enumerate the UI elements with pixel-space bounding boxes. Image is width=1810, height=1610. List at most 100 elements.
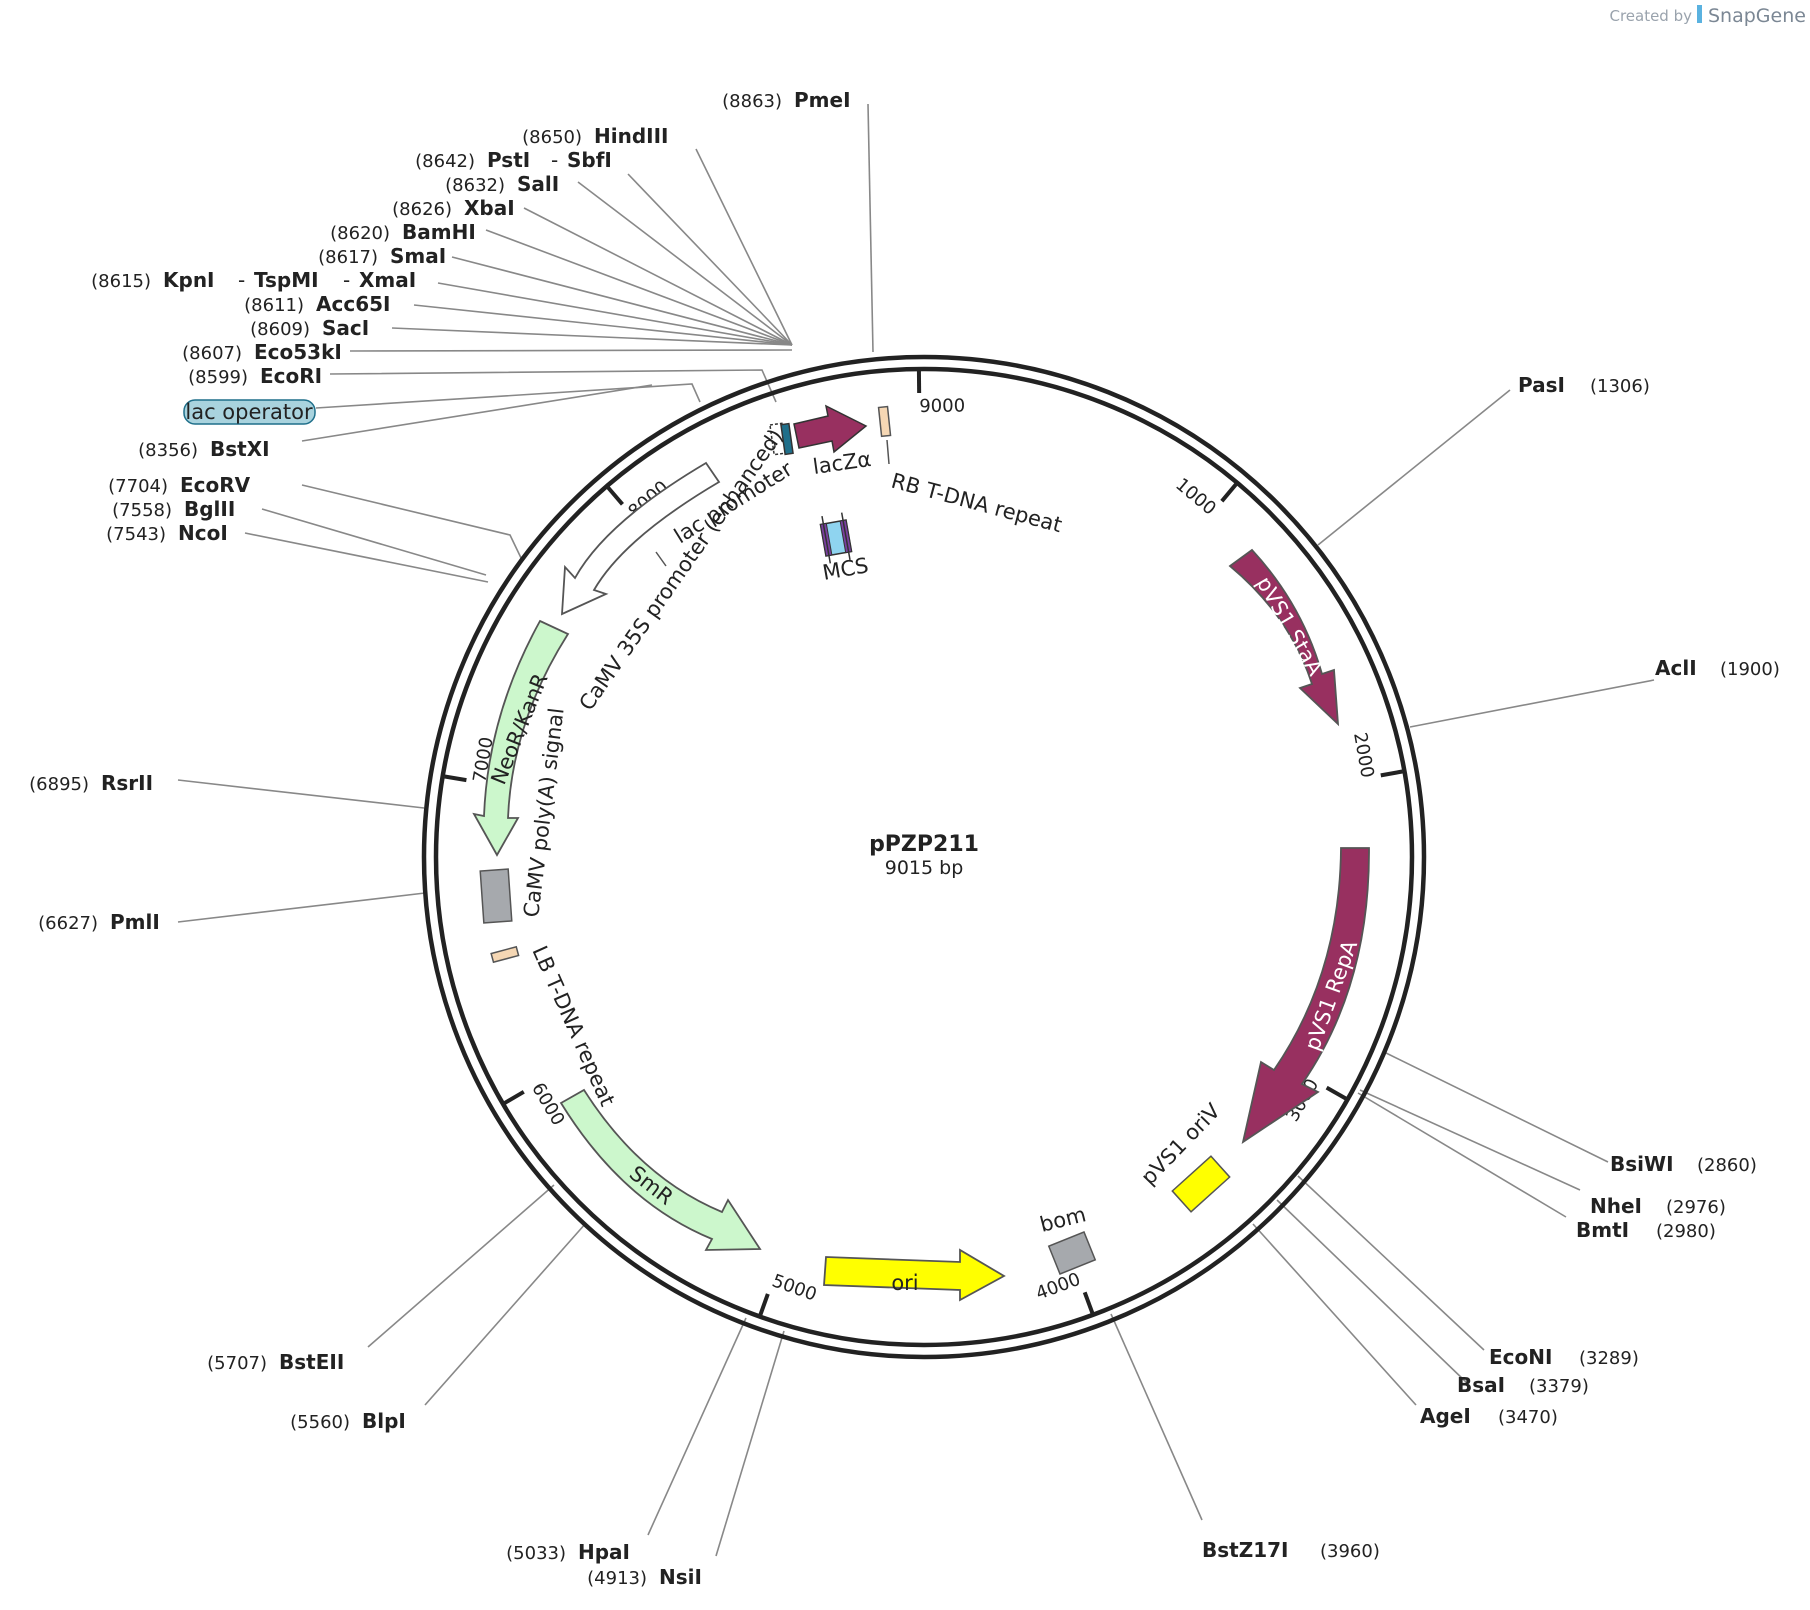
connector-agei [1252, 1223, 1417, 1406]
site-bsteii: (5707) BstEII [207, 1350, 344, 1374]
tick-label-9000: 9000 [919, 396, 965, 417]
site-kpni-dash-1: - [238, 268, 245, 292]
site-psti: (8642) PstI - SbfI [415, 148, 612, 172]
site-bstxi-pos: (8356) [138, 440, 198, 461]
site-saci-pos: (8609) [250, 319, 310, 340]
site-pmli: (6627) PmlI [38, 910, 160, 934]
lb-repeat-feature [490, 945, 520, 964]
connector-bglii [261, 508, 487, 576]
site-nsii-pos: (4913) [587, 1568, 647, 1589]
connector-nsii [715, 1330, 785, 1557]
site-pasi-pos: (1306) [1590, 376, 1650, 397]
site-connectors [177, 103, 1655, 1557]
ori-label: ori [891, 1271, 918, 1295]
site-smai-pos: (8617) [318, 247, 378, 268]
site-psti-pos: (8642) [415, 151, 475, 172]
mcs-feature [819, 512, 853, 564]
site-rsrii: (6895) RsrII [29, 771, 153, 795]
brand-text: SnapGene [1708, 5, 1806, 27]
ori-arrow [823, 1248, 1006, 1302]
lac-operator-label: lac operator [185, 400, 313, 424]
pvs1-staa-arrow [1228, 548, 1340, 727]
connector-hpai [647, 1317, 747, 1536]
connector-bmti [1357, 1092, 1567, 1218]
site-bsiwi-pos: (2860) [1697, 1155, 1757, 1176]
site-pmli-pos: (6627) [38, 913, 98, 934]
connector-pasi [1317, 389, 1511, 546]
site-hindiii-name: HindIII [594, 124, 668, 148]
site-psti-name: PstI [487, 148, 530, 172]
site-tspmi-name: TspMI [254, 268, 319, 292]
created-by-text: Created by [1609, 7, 1692, 25]
backbone [421, 354, 1427, 1360]
site-bsiwi: BsiWI (2860) [1610, 1152, 1757, 1176]
site-ecori-name: EcoRI [260, 364, 322, 388]
site-nhei-pos: (2976) [1666, 1197, 1726, 1218]
site-bsai-pos: (3379) [1529, 1376, 1589, 1397]
site-kpni-name: KpnI [163, 268, 215, 292]
camv-polya-feature [479, 868, 513, 924]
site-smai: (8617) SmaI [318, 244, 446, 268]
tick-5000 [758, 1293, 770, 1316]
pvs1-repa-arrow [1241, 847, 1370, 1144]
site-sali: (8632) SalI [445, 172, 559, 196]
site-acc65i-pos: (8611) [244, 295, 304, 316]
lac-operator-callout: lac operator [183, 399, 316, 425]
connector-xbai [523, 207, 793, 346]
site-bsteii-pos: (5707) [207, 1353, 267, 1374]
site-nsii: (4913) NsiI [587, 1565, 702, 1589]
connector-pmei [867, 103, 874, 353]
site-hpai-pos: (5033) [506, 1543, 566, 1564]
connector-bstxi [301, 384, 653, 442]
connector-sali [577, 181, 793, 346]
site-ncoi-pos: (7543) [106, 524, 166, 545]
site-hindiii-pos: (8650) [522, 127, 582, 148]
plasmid-title: pPZP211 9015 bp [869, 832, 979, 879]
connector-ecorv [301, 484, 523, 561]
site-pmei-pos: (8863) [722, 91, 782, 112]
site-hpai-name: HpaI [578, 1540, 630, 1564]
site-saci-name: SacI [322, 316, 369, 340]
site-saci: (8609) SacI [250, 316, 369, 340]
site-econi-pos: (3289) [1579, 1348, 1639, 1369]
site-blpi-pos: (5560) [290, 1412, 350, 1433]
site-blpi-name: BlpI [362, 1409, 406, 1433]
connector-kpni [437, 282, 793, 346]
site-bsiwi-name: BsiWI [1610, 1152, 1674, 1176]
site-pmei-name: PmeI [794, 88, 851, 112]
site-hpai: (5033) HpaI [506, 1540, 630, 1564]
connector-eco53ki [349, 349, 793, 352]
site-bglii: (7558) BglII [112, 497, 235, 521]
site-acli-name: AclI [1655, 656, 1697, 680]
site-kpni-dash-2: - [343, 268, 350, 292]
tick-label-4000: 4000 [1033, 1269, 1083, 1305]
site-xbai: (8626) XbaI [392, 196, 515, 220]
site-xbai-pos: (8626) [392, 199, 452, 220]
site-acli-pos: (1900) [1720, 659, 1780, 680]
site-acli: AclI (1900) [1655, 656, 1780, 680]
tick-label-5000: 5000 [769, 1270, 819, 1305]
snapgene-watermark: Created by SnapGene [1609, 5, 1806, 27]
site-bstz17i-name: BstZ17I [1202, 1538, 1288, 1562]
connector-smai [451, 256, 793, 346]
tick-2000 [1380, 769, 1403, 778]
connector-rsrii [177, 779, 425, 809]
site-bmti-name: BmtI [1576, 1218, 1629, 1242]
site-rsrii-pos: (6895) [29, 774, 89, 795]
site-bstxi: (8356) BstXI [138, 437, 269, 461]
smr-arrow [559, 1088, 762, 1251]
tick-label-2000: 2000 [1349, 731, 1378, 780]
site-xmai-name: XmaI [359, 268, 416, 292]
site-pasi-name: PasI [1518, 373, 1565, 397]
connector-bsiwi [1383, 1051, 1609, 1163]
connector-ncoi [244, 532, 489, 583]
pvs1-oriv-feature [1171, 1155, 1231, 1213]
backbone-inner-ring [433, 366, 1415, 1348]
site-nhei-name: NheI [1590, 1194, 1642, 1218]
connector-bsteii [367, 1184, 555, 1348]
site-labels: (8863) PmeI (8650) HindIII (8642) PstI -… [29, 88, 1780, 1589]
site-sbfi-name: SbfI [567, 148, 612, 172]
site-agei-pos: (3470) [1498, 1407, 1558, 1428]
site-bmti-pos: (2980) [1656, 1221, 1716, 1242]
site-acc65i-name: Acc65I [316, 292, 390, 316]
